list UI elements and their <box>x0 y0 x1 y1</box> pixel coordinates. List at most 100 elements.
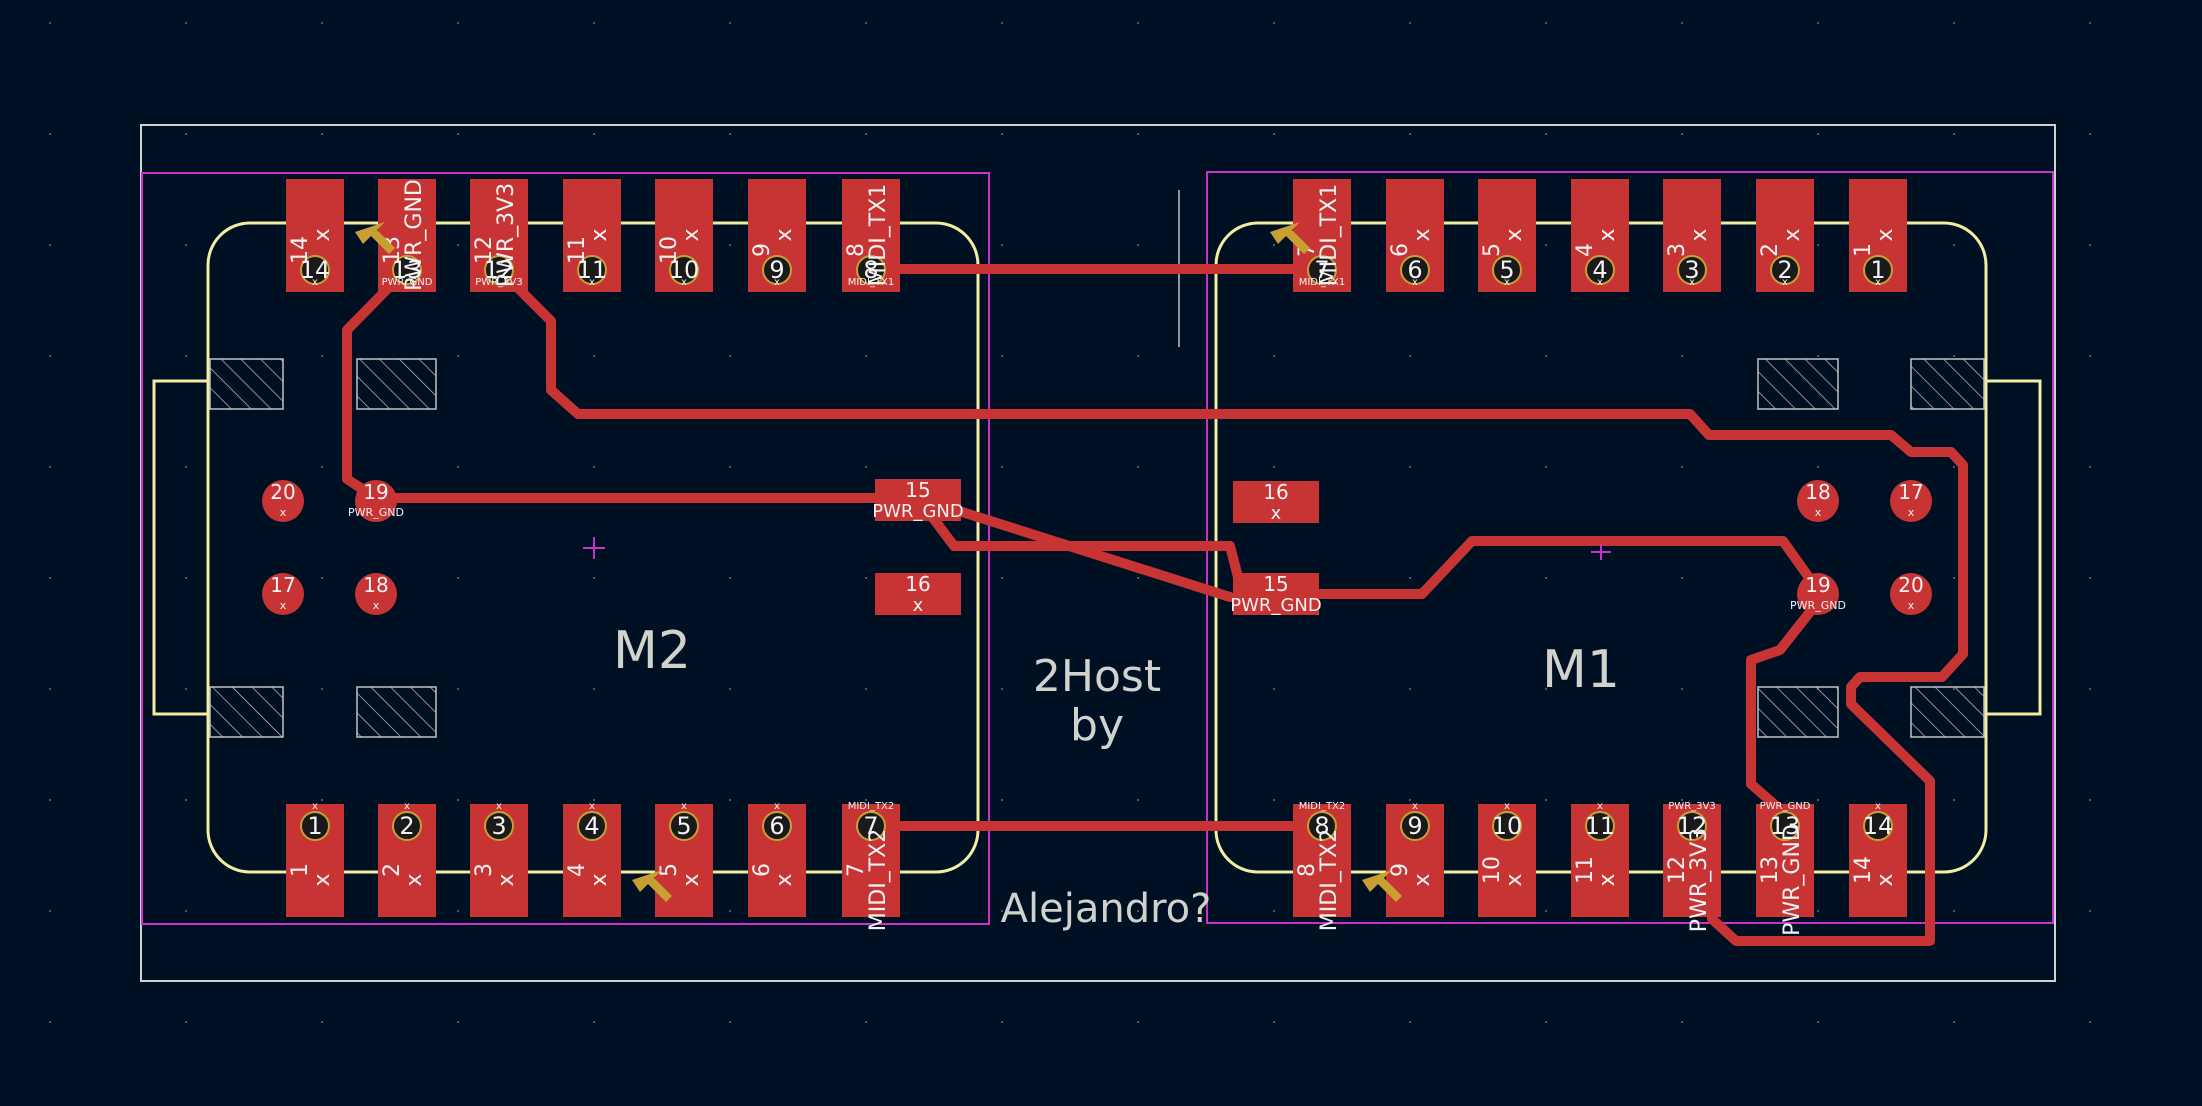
pad-number[interactable]: 9 <box>769 256 784 284</box>
pad-number[interactable]: 20 <box>270 480 295 504</box>
pad-number[interactable]: 9 <box>1407 812 1422 840</box>
pad-net[interactable]: x <box>312 277 318 288</box>
board-text-line3[interactable]: Alejandro? <box>1001 886 1212 932</box>
pad-name-rotated[interactable]: x <box>310 228 335 241</box>
pad-number-rotated[interactable]: 2 <box>380 863 405 877</box>
pad-net[interactable]: x <box>774 801 780 812</box>
pad-number[interactable]: 12 <box>484 256 515 284</box>
pad-body[interactable] <box>1797 573 1839 615</box>
pad-drill[interactable] <box>669 255 699 285</box>
pad-number-rotated[interactable]: 14 <box>288 236 313 264</box>
pad-number[interactable]: 11 <box>577 256 608 284</box>
pad-number[interactable]: 7 <box>863 812 878 840</box>
pad-number[interactable]: 8 <box>1314 812 1329 840</box>
pad-net[interactable]: PWR_GND <box>1790 599 1846 612</box>
pad-drill[interactable] <box>1307 811 1337 841</box>
pad-net[interactable]: x <box>1908 506 1915 519</box>
pad-number[interactable]: 18 <box>363 573 388 597</box>
pad-number[interactable]: 8 <box>863 256 878 284</box>
pad-net[interactable]: PWR_GND <box>1230 595 1321 616</box>
pad-name-rotated[interactable]: x <box>1410 228 1435 241</box>
pad-number[interactable]: 11 <box>1585 812 1616 840</box>
pad-drill[interactable] <box>577 811 607 841</box>
pad-drill[interactable] <box>1863 811 1893 841</box>
pad-name-rotated[interactable]: x <box>1502 873 1527 886</box>
pad-number-rotated[interactable]: 4 <box>565 863 590 877</box>
pad-drill[interactable] <box>762 255 792 285</box>
pad-drill[interactable] <box>669 811 699 841</box>
pad-number[interactable]: 14 <box>300 256 331 284</box>
pad-number-rotated[interactable]: 3 <box>472 863 497 877</box>
pad-drill[interactable] <box>1400 255 1430 285</box>
pad-number[interactable]: 17 <box>1898 480 1923 504</box>
pad-net[interactable]: x <box>913 595 924 616</box>
pad-number-rotated[interactable]: 13 <box>1758 856 1783 884</box>
pad-name-rotated[interactable]: x <box>1595 873 1620 886</box>
pad-number[interactable]: 16 <box>905 572 930 596</box>
pad-net[interactable]: x <box>774 277 780 288</box>
pad-body[interactable] <box>262 480 304 522</box>
pad-net[interactable]: PWR_3V3 <box>1668 801 1715 812</box>
pad-number[interactable]: 2 <box>1777 256 1792 284</box>
pad-body[interactable] <box>875 573 961 615</box>
pad-drill[interactable] <box>1677 255 1707 285</box>
pad-name-rotated[interactable]: MIDI_TX2 <box>1317 829 1342 931</box>
pad-net[interactable]: x <box>280 506 287 519</box>
pad-number-rotated[interactable]: 9 <box>1388 863 1413 877</box>
pad-drill[interactable] <box>1492 255 1522 285</box>
pad-name-rotated[interactable]: x <box>1687 228 1712 241</box>
pad-number[interactable]: 19 <box>1805 573 1830 597</box>
pad-number-rotated[interactable]: 10 <box>1480 856 1505 884</box>
pad-body[interactable] <box>355 573 397 615</box>
pad-net[interactable]: x <box>1597 277 1603 288</box>
pad-name-rotated[interactable]: PWR_GND <box>1780 824 1805 936</box>
pad-net[interactable]: x <box>1875 801 1881 812</box>
pad-body[interactable] <box>1797 480 1839 522</box>
pad-m2-inner-0[interactable]: 20 x <box>262 480 304 522</box>
pad-number-rotated[interactable]: 9 <box>750 243 775 257</box>
pad-net[interactable]: x <box>404 801 410 812</box>
pad-number[interactable]: 20 <box>1898 573 1923 597</box>
pad-number-rotated[interactable]: 11 <box>565 236 590 264</box>
pad-number[interactable]: 1 <box>307 812 322 840</box>
pad-drill[interactable] <box>1770 255 1800 285</box>
pad-number-rotated[interactable]: 5 <box>1480 243 1505 257</box>
pad-drill[interactable] <box>1400 811 1430 841</box>
pad-number[interactable]: 16 <box>1263 480 1288 504</box>
pad-drill[interactable] <box>1863 255 1893 285</box>
pad-net[interactable]: x <box>1504 277 1510 288</box>
pad-net[interactable]: x <box>589 277 595 288</box>
pad-number[interactable]: 4 <box>1592 256 1607 284</box>
pad-net[interactable]: x <box>1908 599 1915 612</box>
pad-m1-inner-5[interactable]: 20 x <box>1890 573 1932 615</box>
pad-drill[interactable] <box>300 255 330 285</box>
board-text-line2[interactable]: by <box>1070 700 1124 751</box>
pad-m1-inner-0[interactable]: 16x <box>1233 480 1319 524</box>
pad-number-rotated[interactable]: 6 <box>750 863 775 877</box>
pad-m2-inner-3[interactable]: 18x <box>355 573 397 615</box>
pad-number[interactable]: 13 <box>1770 812 1801 840</box>
pad-net[interactable]: MIDI_TX1 <box>848 277 895 288</box>
pad-number-rotated[interactable]: 7 <box>844 863 869 877</box>
pad-name-rotated[interactable]: MIDI_TX1 <box>866 184 891 286</box>
pad-number[interactable]: 10 <box>669 256 700 284</box>
pad-net[interactable]: x <box>1597 801 1603 812</box>
pad-name-rotated[interactable]: x <box>772 873 797 886</box>
pad-net[interactable]: MIDI_TX2 <box>848 801 895 812</box>
pad-name-rotated[interactable]: MIDI_TX1 <box>1317 184 1342 286</box>
